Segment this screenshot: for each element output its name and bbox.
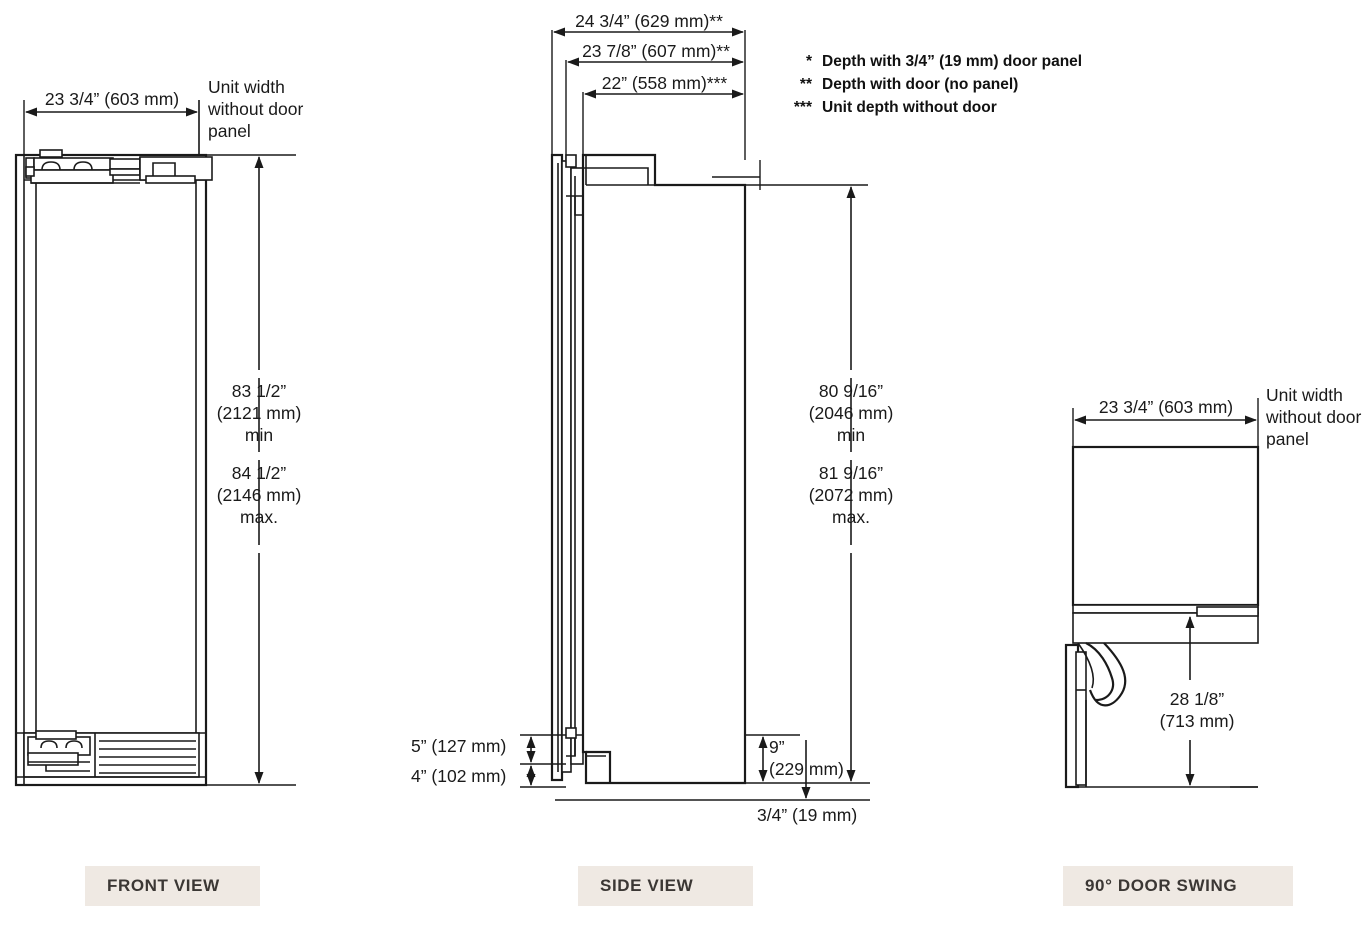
side-depth-without-door-label: 22” (558 mm)***	[601, 73, 728, 93]
legend-marker: **	[799, 76, 812, 93]
door-swing-drawing	[1064, 398, 1260, 789]
side-toe-height-line2: (229 mm)	[769, 759, 844, 779]
side-height-max-line3: max.	[832, 507, 870, 527]
legend-text: Unit depth without door	[822, 99, 997, 116]
legend-row: * Depth with 3/4” (19 mm) door panel	[778, 50, 1108, 73]
side-floor-clearance-label: 3/4” (19 mm)	[757, 805, 858, 825]
front-height-min-line3: min	[244, 425, 274, 445]
front-height-min-line2: (2121 mm)	[216, 403, 302, 423]
front-width-note: Unit width without door panel	[208, 77, 304, 141]
legend-marker: *	[805, 53, 812, 70]
side-view-drawing	[520, 27, 870, 801]
front-height-max-line1: 84 1/2”	[231, 463, 287, 483]
side-height-max-line2: (2072 mm)	[808, 485, 894, 505]
legend-marker: ***	[793, 99, 812, 116]
side-height-max-line1: 81 9/16”	[818, 463, 884, 483]
swing-depth-line2: (713 mm)	[1159, 711, 1235, 731]
side-depth-with-door-label: 24 3/4” (629 mm)**	[575, 11, 723, 31]
front-width-dimension-label: 23 3/4” (603 mm)	[44, 89, 180, 109]
legend-text: Depth with door (no panel)	[822, 76, 1019, 93]
side-depth-with-panel-label: 23 7/8” (607 mm)**	[582, 41, 730, 61]
side-height-min-line2: (2046 mm)	[808, 403, 894, 423]
front-height-max-line3: max.	[240, 507, 278, 527]
side-height-min-line3: min	[836, 425, 866, 445]
side-toe-height-line1: 9”	[769, 737, 785, 757]
side-height-min-line1: 80 9/16”	[818, 381, 884, 401]
front-height-max-line2: (2146 mm)	[216, 485, 302, 505]
side-base-lower-label: 4” (102 mm)	[411, 766, 507, 786]
front-view-drawing	[14, 100, 296, 787]
caption-front-view: FRONT VIEW	[85, 866, 260, 906]
swing-width-dimension-label: 23 3/4” (603 mm)	[1098, 397, 1234, 417]
swing-depth-line1: 28 1/8”	[1169, 689, 1225, 709]
caption-side-view: SIDE VIEW	[578, 866, 753, 906]
depth-notes-legend: * Depth with 3/4” (19 mm) door panel ** …	[778, 50, 1108, 119]
caption-door-swing-view: 90° DOOR SWING	[1063, 866, 1293, 906]
swing-width-note: Unit width without door panel	[1266, 385, 1362, 449]
legend-row: *** Unit depth without door	[778, 96, 1108, 119]
legend-text: Depth with 3/4” (19 mm) door panel	[822, 53, 1083, 70]
side-base-upper-label: 5” (127 mm)	[411, 736, 507, 756]
front-height-min-line1: 83 1/2”	[231, 381, 287, 401]
legend-row: ** Depth with door (no panel)	[778, 73, 1108, 96]
